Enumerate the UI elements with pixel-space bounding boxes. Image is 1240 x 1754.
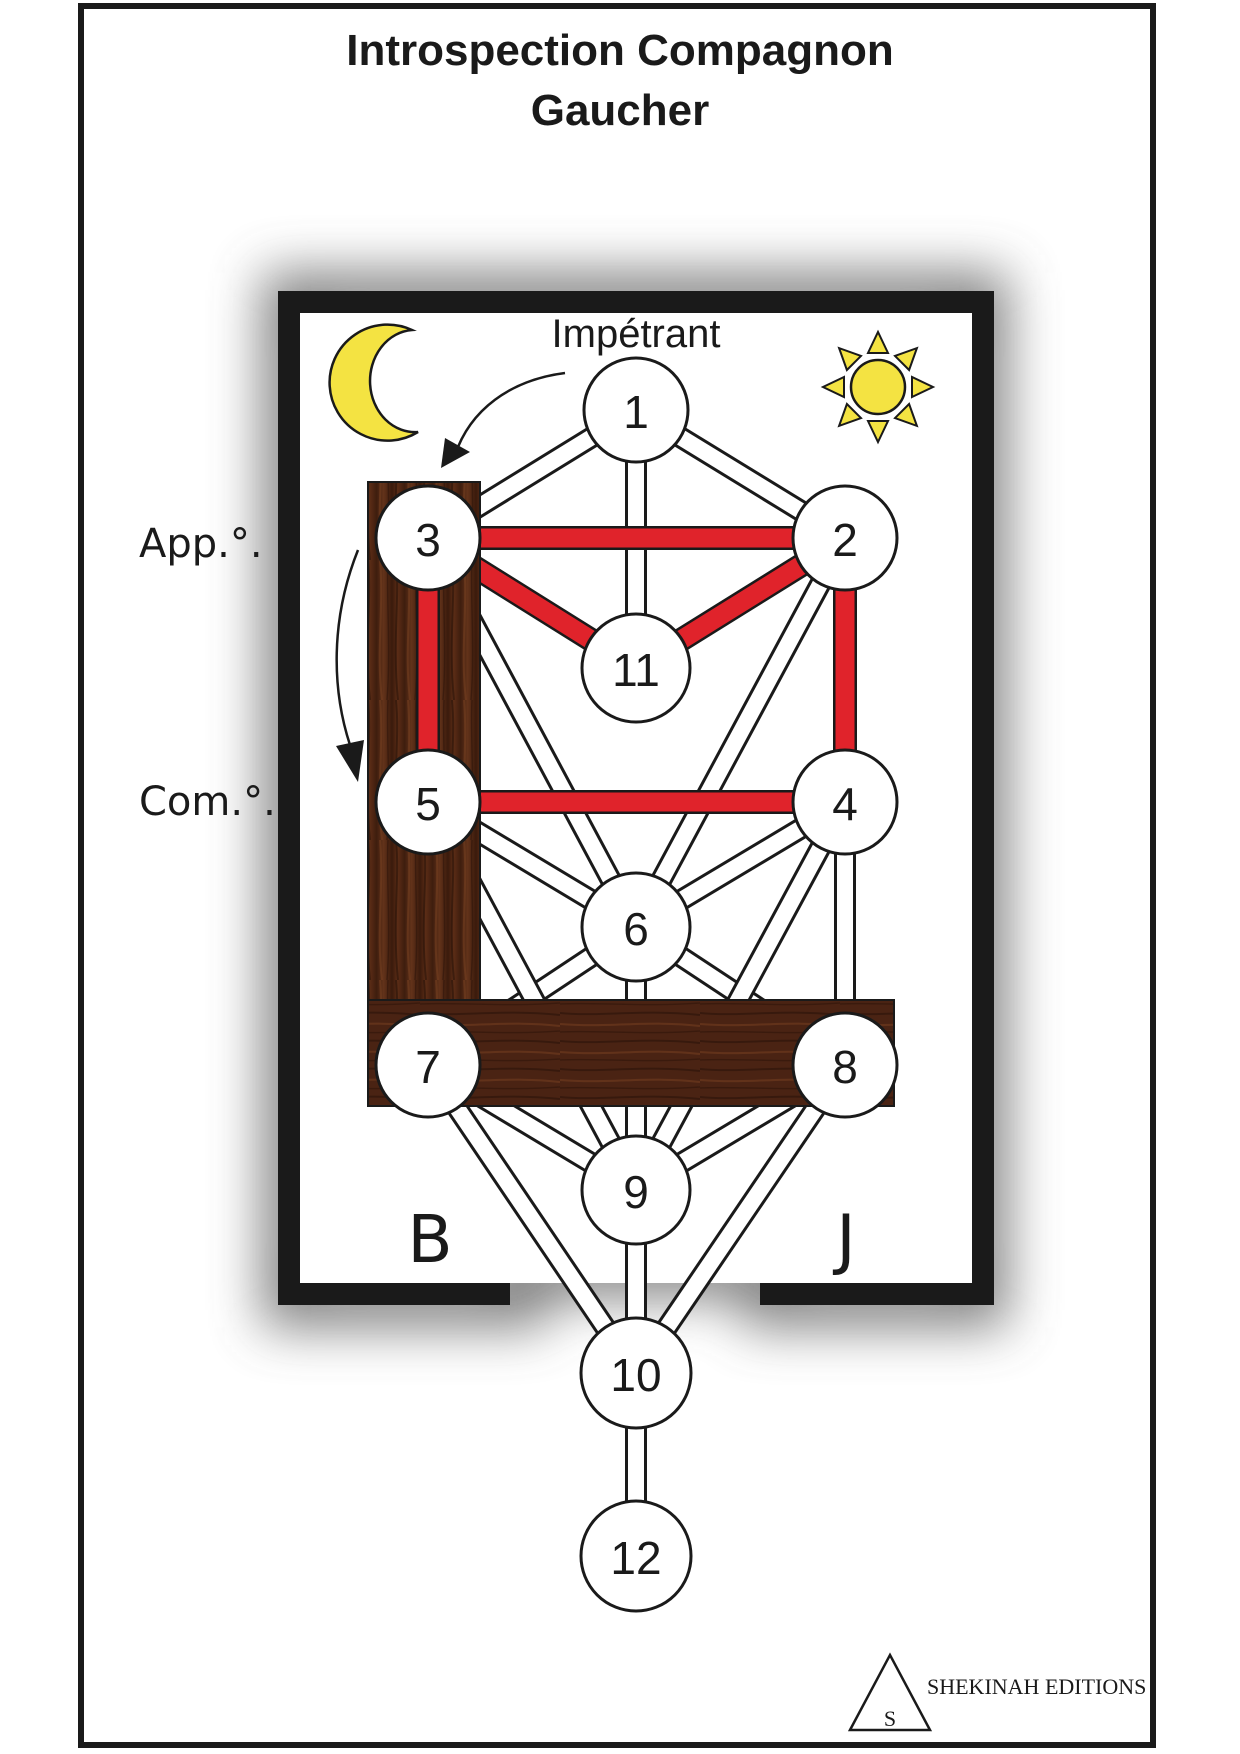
node-10: 10: [579, 1316, 693, 1430]
sun-ray: [893, 346, 919, 372]
node-label-2: 2: [832, 514, 858, 566]
companion-label: Com.°.: [139, 779, 276, 825]
node-label-3: 3: [415, 514, 441, 566]
node-label-8: 8: [832, 1041, 858, 1093]
node-label-6: 6: [623, 903, 649, 955]
title-line-2: Gaucher: [530, 86, 710, 135]
title-line-1: Introspection Compagnon: [346, 26, 894, 75]
node-3: 3: [374, 484, 482, 592]
node-circle-3: [374, 484, 482, 592]
node-label-4: 4: [832, 778, 858, 830]
node-circle-5: [374, 748, 482, 856]
publisher-logo-letter: S: [884, 1706, 896, 1731]
node-label-10: 10: [610, 1349, 661, 1401]
path-fill-n2-n6: [628, 534, 853, 931]
progression-arrow: [335, 549, 364, 782]
lodge-wall: [278, 291, 994, 1305]
page-frame: [78, 3, 1156, 1748]
node-circle-4: [791, 748, 899, 856]
node-1: 1: [582, 356, 690, 464]
node-label-5: 5: [415, 778, 441, 830]
node-label-9: 9: [623, 1166, 649, 1218]
node-label-12: 12: [610, 1532, 661, 1584]
node-circle-9: [580, 1134, 692, 1246]
sun-ray: [837, 346, 863, 372]
publisher-name: SHEKINAH EDITIONS: [927, 1674, 1146, 1699]
path-fill-n8-n10: [629, 1060, 852, 1378]
node-label-7: 7: [415, 1041, 441, 1093]
sun-ray: [911, 375, 936, 399]
entry-arrow: [441, 371, 566, 468]
sun-ray: [893, 402, 919, 428]
pillar-b-label: B: [407, 1201, 452, 1278]
node-circle-2: [791, 484, 899, 592]
node-circle-10: [579, 1316, 693, 1430]
sun-ray: [866, 329, 890, 354]
node-12: 12: [579, 1499, 693, 1613]
path-fill-n4-n9: [628, 798, 853, 1194]
node-circle-7: [374, 1011, 482, 1119]
node-7: 7: [374, 1011, 482, 1119]
sun-ray: [837, 402, 863, 428]
moon-icon: [328, 323, 419, 442]
path-fill-n7-n10: [421, 1060, 643, 1378]
entry-label: Impétrant: [552, 312, 721, 356]
sun-ray: [866, 420, 890, 445]
node-circle-12: [579, 1499, 693, 1613]
node-11: 11: [580, 612, 692, 724]
sun-icon: [820, 329, 936, 445]
node-circle-1: [582, 356, 690, 464]
node-5: 5: [374, 748, 482, 856]
node-circle-11: [580, 612, 692, 724]
node-8: 8: [791, 1011, 899, 1119]
node-label-11: 11: [612, 644, 660, 696]
publisher-logo: S SHEKINAH EDITIONS: [847, 1652, 1146, 1732]
node-label-1: 1: [623, 386, 649, 438]
node-2: 2: [791, 484, 899, 592]
pillar-j-label: J: [832, 1201, 855, 1278]
node-circle-8: [791, 1011, 899, 1119]
sun-ray: [820, 375, 845, 399]
node-6: 6: [580, 871, 692, 983]
apprentice-label: App.°.: [139, 521, 263, 567]
node-9: 9: [580, 1134, 692, 1246]
node-circle-6: [580, 871, 692, 983]
node-4: 4: [791, 748, 899, 856]
